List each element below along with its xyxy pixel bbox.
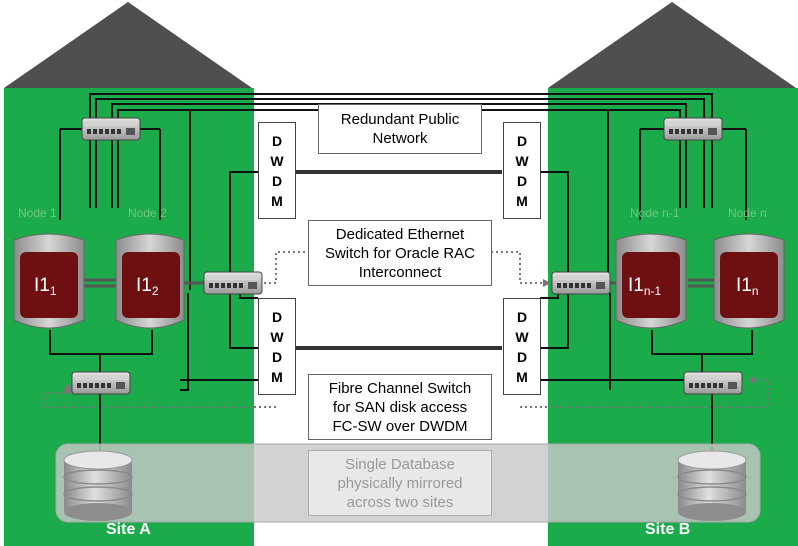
site-a-roof bbox=[4, 2, 252, 88]
label-line: Interconnect bbox=[358, 263, 442, 281]
dwdm-letter: D bbox=[516, 348, 528, 365]
dwdm-letter: W bbox=[270, 152, 284, 169]
server-node-n-1 bbox=[615, 233, 687, 329]
dwdm-letter: D bbox=[516, 308, 528, 325]
node-label-1: Node 1 bbox=[18, 206, 57, 220]
fibre-channel-label: Fibre Channel Switch for SAN disk access… bbox=[308, 374, 492, 440]
label-line: Single Database bbox=[344, 455, 456, 473]
instance-sub: n bbox=[751, 284, 759, 298]
instance-label-1: I11 bbox=[34, 275, 57, 298]
instance-sub: 1 bbox=[49, 284, 57, 298]
instance-label-2: I12 bbox=[136, 275, 159, 298]
node-label-n: Node n bbox=[728, 206, 767, 220]
site-b-roof bbox=[548, 2, 796, 88]
dwdm-letter: D bbox=[516, 172, 528, 189]
instance-name: I1 bbox=[736, 275, 752, 296]
instance-name: I1 bbox=[628, 275, 644, 296]
dwdm-letter: M bbox=[271, 192, 283, 209]
node-label-n-1: Node n-1 bbox=[630, 206, 680, 220]
label-line: Switch for Oracle RAC bbox=[324, 244, 476, 262]
switch-interconnect-site-b bbox=[551, 271, 611, 295]
dwdm-letter: W bbox=[270, 328, 284, 345]
label-line: for SAN disk access bbox=[332, 398, 468, 416]
dwdm-links bbox=[180, 170, 690, 391]
switch-public-site-b bbox=[663, 117, 723, 141]
switch-public-site-a bbox=[81, 117, 141, 141]
label-line: Redundant Public bbox=[340, 111, 460, 128]
database-disk-site-a bbox=[63, 450, 133, 521]
dwdm-letter: D bbox=[516, 132, 528, 149]
database-label: Single Database physically mirrored acro… bbox=[308, 450, 492, 516]
label-line: Network bbox=[372, 130, 428, 147]
instance-label-n: I1n bbox=[736, 275, 759, 298]
dwdm-letter: M bbox=[516, 368, 528, 385]
node-label-2: Node 2 bbox=[128, 206, 167, 220]
server-node-2 bbox=[115, 233, 185, 329]
site-b-label: Site B bbox=[645, 521, 691, 538]
dwdm-letter: W bbox=[515, 152, 529, 169]
dwdm-letter: D bbox=[271, 348, 283, 365]
public-network-links bbox=[59, 93, 747, 290]
dwdm-letter: D bbox=[271, 308, 283, 325]
label-line: Fibre Channel Switch bbox=[328, 379, 472, 397]
label-line: across two sites bbox=[346, 493, 454, 511]
instance-name: I1 bbox=[34, 275, 50, 296]
database-disk-site-b bbox=[677, 450, 747, 521]
dwdm-letter: D bbox=[271, 132, 283, 149]
label-line: FC-SW over DWDM bbox=[332, 417, 468, 435]
interconnect-label: Dedicated Ethernet Switch for Oracle RAC… bbox=[308, 220, 492, 286]
instance-label-n-1: I1n-1 bbox=[628, 275, 661, 298]
server-node-1 bbox=[13, 233, 85, 329]
instance-name: I1 bbox=[136, 275, 152, 296]
instance-sub: 2 bbox=[151, 284, 159, 298]
dwdm-letter: D bbox=[271, 172, 283, 189]
server-node-n bbox=[713, 233, 785, 329]
switch-interconnect-site-a bbox=[203, 271, 263, 295]
dotted-links bbox=[43, 251, 769, 408]
dwdm-letter: W bbox=[515, 328, 529, 345]
site-a-label: Site A bbox=[106, 521, 151, 538]
switch-fc-site-b bbox=[683, 371, 743, 395]
label-line: Dedicated Ethernet bbox=[335, 225, 465, 243]
dwdm-letter: M bbox=[516, 192, 528, 209]
label-line: physically mirrored bbox=[337, 474, 463, 492]
instance-sub: n-1 bbox=[643, 284, 662, 298]
public-network-label: Redundant Public Network bbox=[318, 104, 482, 154]
dwdm-letter: M bbox=[271, 368, 283, 385]
switch-fc-site-a bbox=[71, 371, 131, 395]
